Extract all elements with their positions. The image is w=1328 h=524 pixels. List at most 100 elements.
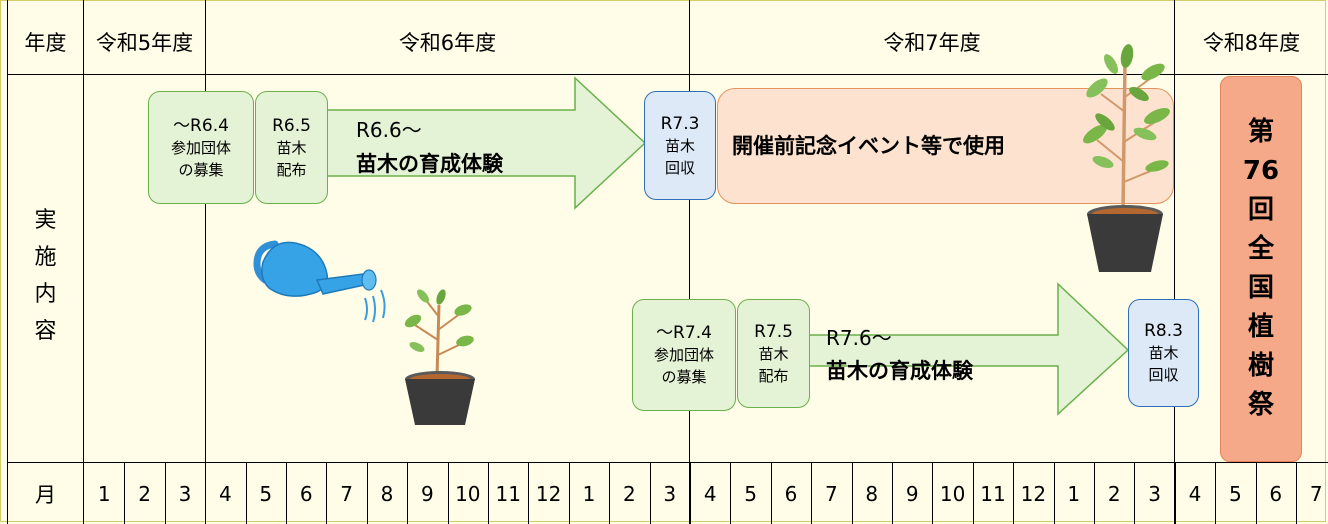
distribute-line: 配布 bbox=[276, 160, 307, 179]
month-divider bbox=[1175, 462, 1176, 524]
content-row-label: 実 施 内 容 bbox=[8, 202, 83, 350]
month-cell: 4 bbox=[703, 481, 717, 506]
year-header-label: 年度 bbox=[24, 31, 67, 55]
month-cell: 11 bbox=[495, 481, 521, 506]
festival-char: 植 bbox=[1247, 312, 1274, 342]
month-cell: 2 bbox=[138, 481, 151, 506]
month-cell: 4 bbox=[1188, 481, 1202, 506]
event-text: 開催前記念イベント等で使用 bbox=[732, 134, 1005, 158]
month-divider bbox=[690, 462, 691, 524]
distribute-line: 配布 bbox=[758, 366, 789, 385]
month-row-divider bbox=[7, 462, 1328, 463]
collect-box-r7: R7.3 苗木 回収 bbox=[644, 91, 716, 200]
month-cell: 3 bbox=[663, 481, 677, 506]
watering-can-icon bbox=[253, 240, 386, 323]
growing-period-r7: R7.6～ bbox=[826, 326, 892, 350]
row-label-char: 容 bbox=[34, 319, 57, 344]
festival-char: 祭 bbox=[1247, 390, 1274, 420]
festival-char: 第 bbox=[1247, 117, 1274, 147]
month-cell: 7 bbox=[1309, 481, 1323, 506]
month-row-label: 月 bbox=[35, 482, 56, 507]
month-divider bbox=[973, 462, 974, 524]
sapling-pot-icon bbox=[404, 289, 475, 425]
festival-char: 回 bbox=[1247, 195, 1274, 225]
month-divider bbox=[367, 462, 368, 524]
fiscal-year-r6: 令和6年度 bbox=[398, 31, 497, 55]
month-divider bbox=[1296, 462, 1297, 524]
growing-title-r6: 苗木の育成体験 bbox=[356, 152, 503, 176]
recruit-line: の募集 bbox=[178, 160, 224, 179]
growing-period-r6: R6.6～ bbox=[356, 118, 422, 142]
fiscal-year-r8: 令和8年度 bbox=[1202, 31, 1301, 55]
month-cell: 5 bbox=[744, 481, 757, 506]
recruit-line: の募集 bbox=[661, 368, 707, 386]
month-cell: 12 bbox=[1020, 481, 1047, 506]
month-divider bbox=[407, 462, 408, 524]
left-border bbox=[7, 0, 8, 524]
plant-pot-icon bbox=[1083, 44, 1170, 272]
month-divider bbox=[1013, 462, 1014, 524]
month-divider bbox=[932, 462, 933, 524]
month-divider bbox=[1094, 462, 1095, 524]
month-cell: 8 bbox=[865, 481, 879, 506]
month-divider bbox=[892, 462, 893, 524]
distribute-date: R6.5 bbox=[272, 115, 311, 136]
month-divider bbox=[771, 462, 772, 524]
month-divider bbox=[205, 462, 206, 524]
recruit-date: ～R7.4 bbox=[656, 323, 712, 343]
month-divider bbox=[569, 462, 570, 524]
row-label-char: 施 bbox=[34, 245, 57, 270]
month-cell: 3 bbox=[1148, 481, 1161, 506]
row-label-char: 内 bbox=[34, 282, 57, 307]
fiscal-year-r7: 令和7年度 bbox=[883, 31, 981, 55]
recruit-date: ～R6.4 bbox=[173, 115, 229, 136]
month-cell: 9 bbox=[905, 481, 919, 506]
month-cell: 10 bbox=[939, 481, 966, 506]
event-box: 開催前記念イベント等で使用 bbox=[717, 88, 1174, 204]
month-divider bbox=[448, 462, 449, 524]
fiscal-year-r5: 令和5年度 bbox=[95, 31, 194, 55]
month-cell: 5 bbox=[1229, 481, 1242, 506]
month-cell: 5 bbox=[259, 481, 273, 506]
month-cell: 6 bbox=[784, 481, 798, 506]
month-divider bbox=[650, 462, 651, 524]
recruit-line: 参加団体 bbox=[653, 346, 714, 364]
growing-title-r7: 苗木の育成体験 bbox=[826, 359, 973, 383]
recruit-box-r6: ～R6.4 参加団体 の募集 bbox=[148, 91, 254, 204]
header-divider bbox=[7, 74, 1328, 75]
festival-char: 樹 bbox=[1247, 351, 1274, 381]
fy-divider-r7-r8 bbox=[1174, 0, 1175, 524]
distribute-box-r6: R6.5 苗木 配布 bbox=[255, 91, 328, 204]
month-cell: 2 bbox=[1107, 481, 1121, 506]
month-divider bbox=[246, 462, 247, 524]
month-divider bbox=[811, 462, 812, 524]
month-cell: 8 bbox=[380, 481, 394, 506]
month-divider bbox=[1215, 462, 1216, 524]
month-divider bbox=[1134, 462, 1135, 524]
collect-line: 回収 bbox=[1148, 366, 1179, 384]
collect-line: 苗木 bbox=[1148, 344, 1179, 362]
label-column-divider bbox=[83, 0, 84, 524]
fy-divider-r6-r7 bbox=[689, 0, 690, 524]
month-divider bbox=[124, 462, 125, 524]
month-cell: 7 bbox=[825, 481, 838, 506]
month-divider bbox=[528, 462, 529, 524]
month-cell: 11 bbox=[980, 481, 1006, 506]
growing-arrow-2 bbox=[799, 282, 1130, 416]
month-divider bbox=[488, 462, 489, 524]
month-cell: 10 bbox=[455, 481, 481, 506]
collect-line: 回収 bbox=[664, 158, 695, 177]
month-divider bbox=[1054, 462, 1055, 524]
month-divider bbox=[326, 462, 327, 524]
festival-box: 第 76 回 全 国 植 樹 祭 bbox=[1220, 76, 1302, 462]
month-cell: 6 bbox=[299, 481, 313, 506]
month-divider bbox=[286, 462, 287, 524]
month-cell: 3 bbox=[178, 481, 192, 506]
month-cell: 4 bbox=[219, 481, 232, 506]
month-cell: 1 bbox=[97, 481, 111, 506]
month-divider bbox=[1256, 462, 1257, 524]
recruit-box-r7: ～R7.4 参加団体 の募集 bbox=[632, 299, 736, 411]
month-cell: 12 bbox=[535, 481, 562, 506]
